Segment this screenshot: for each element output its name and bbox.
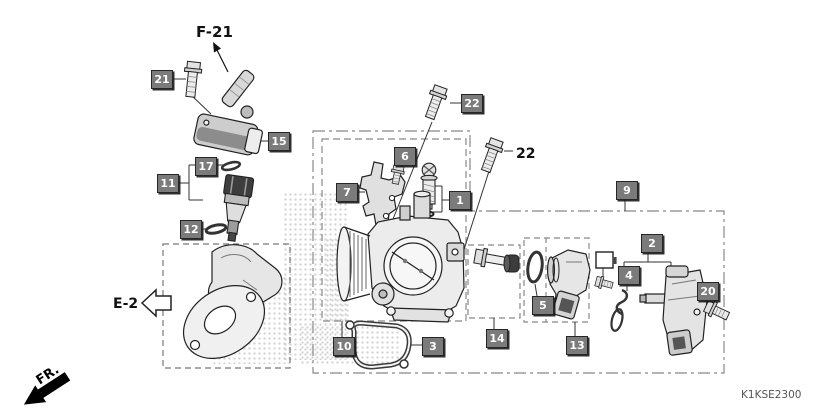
callout-4: 4 bbox=[618, 266, 640, 285]
callout-11: 11 bbox=[157, 174, 179, 193]
part-oring-5 bbox=[526, 250, 544, 284]
ref-label-e2: E-2 bbox=[113, 296, 138, 312]
callout-21: 21 bbox=[151, 70, 173, 89]
group-box-throttle-outline bbox=[321, 138, 467, 322]
callout-1: 1 bbox=[449, 191, 471, 210]
callout-22-plain: 22 bbox=[516, 146, 535, 162]
callout-13: 13 bbox=[566, 336, 588, 355]
part-bolt-21 bbox=[183, 60, 203, 98]
callout-7: 7 bbox=[336, 183, 358, 202]
part-throttle-body bbox=[336, 190, 465, 323]
part-oring-12 bbox=[204, 223, 228, 235]
callout-3: 3 bbox=[422, 337, 444, 356]
part-screw-small bbox=[594, 275, 614, 289]
leader-lines bbox=[171, 78, 710, 346]
e2-arrow bbox=[140, 288, 172, 318]
callout-10: 10 bbox=[333, 337, 355, 356]
group-box-13-outline bbox=[523, 237, 590, 323]
part-gasket bbox=[345, 320, 412, 370]
part-bolt-22a bbox=[424, 84, 448, 121]
part-bolt-22b bbox=[480, 137, 504, 174]
part-sensor-13 bbox=[546, 249, 591, 320]
callout-12: 12 bbox=[180, 220, 202, 239]
callout-15: 15 bbox=[268, 132, 290, 151]
callout-2: 2 bbox=[641, 234, 663, 253]
fr-arrow: FR. bbox=[23, 363, 71, 405]
callout-5: 5 bbox=[532, 296, 554, 315]
part-motor-2 bbox=[639, 265, 708, 356]
diagram-code: K1KSE2300 bbox=[741, 389, 801, 401]
part-insulator-manifold bbox=[182, 244, 283, 359]
f21-arrow bbox=[213, 42, 229, 73]
group-box-9-outline bbox=[312, 130, 725, 374]
part-grommet-14 bbox=[503, 254, 520, 273]
callout-9: 9 bbox=[616, 181, 638, 200]
callout-14: 14 bbox=[486, 329, 508, 348]
callout-17: 17 bbox=[195, 157, 217, 176]
part-screw-20 bbox=[702, 300, 731, 321]
part-screw-6 bbox=[390, 164, 405, 185]
part-clip-4 bbox=[610, 288, 629, 332]
part-ignition-coil bbox=[193, 69, 263, 156]
ref-label-f21: F-21 bbox=[196, 23, 233, 41]
callout-6: 6 bbox=[394, 147, 416, 166]
callout-22: 22 bbox=[461, 94, 483, 113]
part-white-box bbox=[595, 251, 617, 269]
part-oring-17 bbox=[220, 160, 242, 172]
part-fuel-injector bbox=[223, 174, 255, 242]
callout-20: 20 bbox=[697, 282, 719, 301]
